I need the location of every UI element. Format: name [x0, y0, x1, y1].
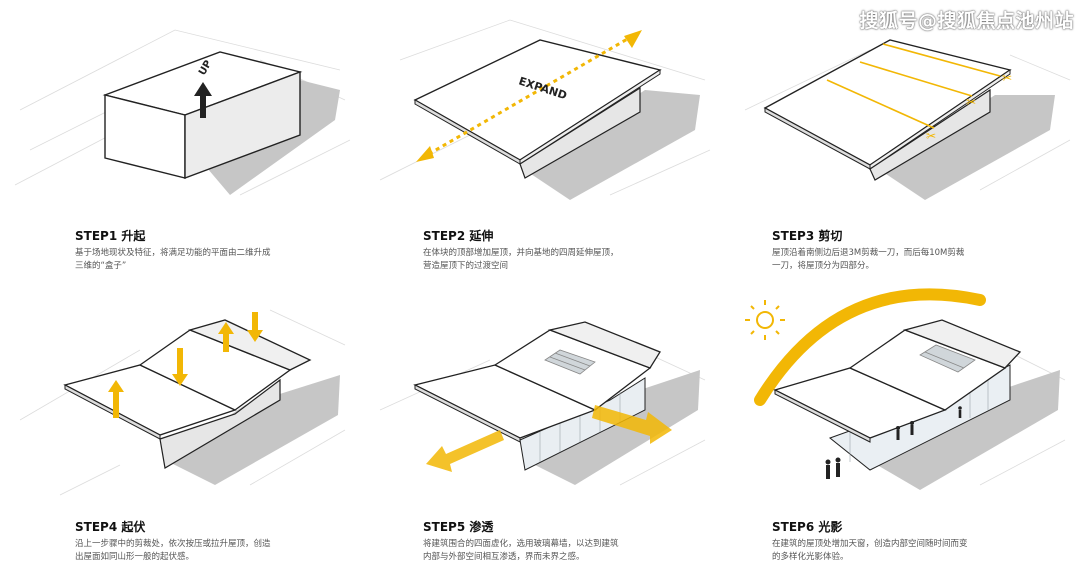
person-icon — [910, 421, 914, 435]
desc-line: 屋顶沿着南侧边后退3M剪裁一刀，而后每10M剪裁 — [772, 248, 965, 258]
roof-edge-right — [519, 69, 661, 165]
box-under — [519, 86, 641, 179]
person-icon — [825, 459, 831, 479]
person-icon — [835, 457, 841, 477]
site-lines — [14, 29, 351, 196]
step-description: 沿上一步骤中的剪裁处，依次按压或拉升屋顶，创造 出屋面如同山形一般的起伏感。 — [75, 538, 375, 564]
desc-line: 在建筑的屋顶处增加天窗，创造内部空间随时间而变 — [772, 539, 968, 549]
arrow-up-icon — [218, 322, 234, 352]
scissors-icon: ✂ — [966, 95, 976, 109]
desc-line: 基于场地现状及特征，将满足功能的平面由二维升成 — [75, 248, 271, 258]
roof-edge — [774, 389, 871, 443]
box-right — [184, 70, 301, 180]
step2-caption: STEP2 延伸 在体块的顶部增加屋顶，并向基地的四周延伸屋顶， 营造屋顶下的过… — [423, 229, 723, 273]
scissor-icons: ✂ ✂ ✂ — [926, 71, 1012, 143]
desc-line: 出屋面如同山形一般的起伏感。 — [75, 552, 195, 562]
step6-diagram — [745, 288, 1066, 490]
sun-icon — [745, 300, 785, 340]
step-description: 在建筑的屋顶处增加天窗，创造内部空间随时间而变 的多样化光影体验。 — [772, 538, 1072, 564]
cut-lines — [826, 43, 1001, 129]
step3-diagram: ✂ ✂ ✂ — [744, 39, 1071, 200]
step6-caption: STEP6 光影 在建筑的屋顶处增加天窗，创造内部空间随时间而变 的多样化光影体… — [772, 520, 1072, 564]
arrow-right-icon — [592, 405, 672, 444]
step5-caption: STEP5 渗透 将建筑围合的四面虚化，选用玻璃幕墙，以达到建筑 内部与外部空间… — [423, 520, 723, 564]
site-lines — [744, 49, 1071, 191]
step-description: 在体块的顶部增加屋顶，并向基地的四周延伸屋顶， 营造屋顶下的过渡空间 — [423, 247, 723, 273]
desc-line: 沿上一步骤中的剪裁处，依次按压或拉升屋顶，创造 — [75, 539, 271, 549]
step2-diagram: EXPAND — [379, 19, 711, 200]
shadow — [525, 370, 700, 485]
step-description: 基于场地现状及特征，将满足功能的平面由二维升成 三维的“盒子” — [75, 247, 375, 273]
step5-diagram — [379, 321, 706, 486]
penetration-arrows — [426, 405, 672, 472]
shadow — [525, 90, 700, 200]
arrow-down-icon — [247, 312, 263, 342]
person-icon — [896, 426, 900, 440]
arrow-down-icon — [172, 348, 188, 386]
scissors-icon: ✂ — [926, 129, 936, 143]
step1-diagram: UP — [14, 29, 351, 196]
step-title: STEP1 升起 — [75, 229, 146, 243]
step-title: STEP4 起伏 — [75, 520, 146, 534]
roof-edge-right — [869, 69, 1011, 170]
scissors-icon: ✂ — [1002, 71, 1012, 85]
box-under — [159, 378, 281, 469]
desc-line: 将建筑围合的四面虚化，选用玻璃幕墙，以达到建筑 — [423, 539, 619, 549]
step-title: STEP6 光影 — [772, 520, 843, 534]
skylight — [919, 344, 976, 373]
step4-diagram — [19, 309, 346, 496]
step-title: STEP3 剪切 — [772, 229, 843, 243]
step-title: STEP5 渗透 — [423, 520, 494, 534]
step-title: STEP2 延伸 — [423, 229, 494, 243]
roof-panel-3 — [902, 319, 1022, 369]
step4-caption: STEP4 起伏 沿上一步骤中的剪裁处，依次按压或拉升屋顶，创造 出屋面如同山形… — [75, 520, 375, 564]
arrow-up-icon — [108, 380, 124, 418]
desc-line: 的多样化光影体验。 — [772, 552, 849, 562]
arrow-left-icon — [426, 430, 504, 472]
roof-panel-3 — [547, 321, 661, 369]
desc-line: 三维的“盒子” — [75, 261, 127, 271]
people-icons — [825, 406, 962, 479]
watermark: 搜狐号@搜狐焦点池州站 — [859, 10, 1074, 32]
expand-arrowhead-left — [416, 146, 434, 162]
skylight — [544, 349, 596, 375]
desc-line: 营造屋顶下的过渡空间 — [423, 261, 509, 271]
expand-arrowhead-right — [624, 30, 642, 48]
desc-line: 一刀，将屋顶分为四部分。 — [772, 261, 875, 271]
arrows — [108, 312, 263, 418]
shadow — [165, 375, 340, 485]
up-arrow — [194, 82, 212, 118]
person-icon — [958, 406, 962, 418]
box-under — [869, 88, 991, 181]
step3-caption: STEP3 剪切 屋顶沿着南侧边后退3M剪裁一刀，而后每10M剪裁 一刀，将屋顶… — [772, 229, 1072, 273]
sun-arc — [754, 288, 986, 406]
desc-line: 内部与外部空间相互渗透，界而未界之感。 — [423, 552, 585, 562]
step1-caption: STEP1 升起 基于场地现状及特征，将满足功能的平面由二维升成 三维的“盒子” — [75, 229, 375, 273]
shadow — [880, 95, 1055, 200]
expand-arrow — [421, 32, 637, 160]
step-description: 屋顶沿着南侧边后退3M剪裁一刀，而后每10M剪裁 一刀，将屋顶分为四部分。 — [772, 247, 1072, 273]
step-description: 将建筑围合的四面虚化，选用玻璃幕墙，以达到建筑 内部与外部空间相互渗透，界而未界… — [423, 538, 723, 564]
desc-line: 在体块的顶部增加屋顶，并向基地的四周延伸屋顶， — [423, 248, 619, 258]
roof-edge — [414, 384, 521, 443]
